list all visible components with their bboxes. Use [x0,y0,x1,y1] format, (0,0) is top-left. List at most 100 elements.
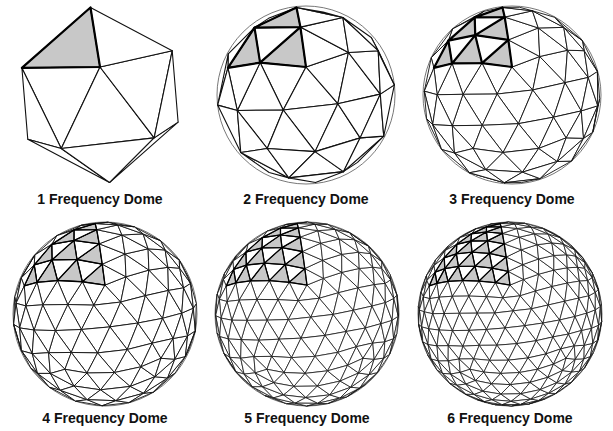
dome-triangle [343,136,383,172]
dome-triangle [598,290,601,307]
dome-triangle [241,358,256,374]
dome-triangle [87,353,114,373]
dome-triangle [566,346,575,359]
dome-triangle [149,267,169,290]
dome-triangle [22,68,61,149]
highlight-triangle [24,265,37,286]
dome-triangle [179,260,190,283]
highlight-triangle [246,238,263,253]
dome-triangle [419,297,424,312]
highlight-triangle [475,7,505,17]
dome-triangle [538,28,567,57]
dome-triangle [358,285,374,306]
dome-triangle [585,263,592,278]
dome-triangle [315,224,335,231]
dome-triangle [98,327,128,353]
dome-triangle [565,371,580,384]
dome-triangle [16,286,26,306]
dome-triangle [571,368,584,382]
dome-triangle [505,311,525,328]
geodesic-dome [13,222,197,406]
dome-triangle [592,273,598,290]
dome-triangle [359,267,374,284]
geodesic-dome [215,222,399,406]
dome-outline [217,6,395,184]
highlight-triangle [234,252,247,269]
highlight-triangle [475,253,492,268]
dome-triangle [360,94,384,138]
geodesic-dome [423,6,601,184]
highlight-triangle [289,269,307,286]
dome-triangle [433,125,455,153]
dome-triangle [566,111,583,138]
dome-triangle [428,329,437,346]
dome-triangle [360,372,378,388]
highlight-triangle [52,230,74,244]
dome-triangle [579,281,589,298]
highlight-triangle [280,228,300,237]
dome-triangle [486,313,505,329]
dome-triangle [241,340,254,359]
dome-triangle [433,125,455,153]
highlight-triangle [260,27,306,67]
dome-triangle [360,372,378,388]
dome-triangle [280,228,300,237]
dome-triangle [597,71,599,105]
dome-triangle [475,17,508,40]
geodesic-dome [217,6,395,184]
highlight-triangle [34,244,52,265]
highlight-triangle [492,257,508,271]
dome-triangle [495,298,513,313]
dome-triangle [448,346,459,361]
dome-triangle [219,286,227,302]
highlight-triangle [269,265,289,283]
dome-triangle [575,345,584,359]
dome-triangle [90,7,172,67]
highlight-triangle [486,224,501,227]
dome-triangle [482,94,518,125]
dome-triangle [134,227,160,241]
dome-triangle [374,283,385,302]
dome-triangle [504,179,540,183]
dome-triangle [490,345,509,360]
highlight-triangle [471,227,486,234]
dome-triangle [179,260,190,283]
dome-triangle [20,328,33,354]
dome-caption: 4 Frequency Dome [42,410,167,426]
dome-triangle [168,357,186,378]
highlight-triangle [254,7,300,27]
highlight-triangle [448,266,463,281]
dome-triangle [296,7,342,17]
dome-triangle [501,360,520,373]
dome-triangle [585,263,593,278]
dome-triangle [228,339,241,358]
dome-triangle [584,51,597,78]
dome-triangle [539,393,555,400]
dome-caption: 3 Frequency Dome [449,191,574,207]
dome-triangle [148,249,168,270]
highlight-triangle [262,228,280,238]
dome-triangle [153,373,175,392]
dome-triangle [267,110,315,152]
dome-triangle [595,290,600,307]
dome-triangle [32,354,50,374]
dome-triangle [539,393,555,400]
highlight-triangle [495,271,510,285]
dome-triangle [154,51,178,138]
highlight-triangle [264,248,285,265]
dome-triangle [292,338,315,357]
dome-triangle [394,295,398,316]
dome-triangle [161,338,175,359]
dome-outline [423,6,601,184]
dome-triangle [237,111,267,153]
dome-triangle [422,312,429,329]
dome-triangle [279,320,301,340]
highlight-triangle [435,258,445,272]
highlight-triangle [489,244,506,257]
highlight-triangle [457,234,472,245]
dome-triangle [428,345,438,361]
dome-triangle [532,11,563,28]
highlight-triangle [22,7,100,67]
highlight-triangle [246,248,264,265]
